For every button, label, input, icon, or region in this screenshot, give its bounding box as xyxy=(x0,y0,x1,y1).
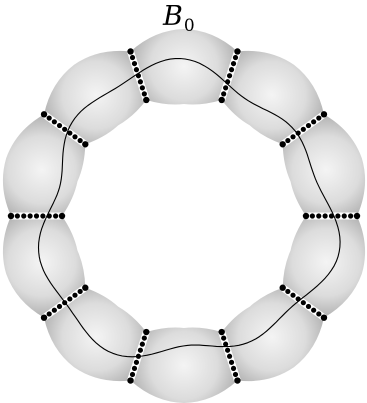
seam-dot xyxy=(306,304,311,309)
seam-dot xyxy=(53,213,58,218)
seam-dot xyxy=(306,123,311,128)
seam-dot xyxy=(285,138,290,143)
seam-dot xyxy=(127,377,133,383)
seam-dot xyxy=(72,293,77,298)
block-label-b0: B0 xyxy=(163,0,213,34)
seam-dot xyxy=(62,127,67,132)
seam-dot xyxy=(132,61,137,66)
seam-dot xyxy=(311,119,316,124)
seam-dot xyxy=(311,308,316,313)
seam-dot xyxy=(354,213,360,219)
seam-dot xyxy=(134,67,139,72)
seam-dot xyxy=(233,372,238,377)
seam-dot xyxy=(227,73,232,78)
seam-dot xyxy=(57,123,62,128)
block-seam xyxy=(303,213,360,219)
seam-dot xyxy=(78,138,83,143)
seam-dot xyxy=(285,289,290,294)
seam-dot xyxy=(301,300,306,305)
block-seam xyxy=(8,213,65,219)
seam-dot xyxy=(143,329,149,335)
seam-dot xyxy=(280,285,286,291)
seam-dot xyxy=(59,213,65,219)
seam-dot xyxy=(130,55,135,60)
seam-dot xyxy=(127,48,133,54)
seam-dot xyxy=(134,360,139,365)
seam-dot xyxy=(316,115,321,120)
ring xyxy=(3,29,365,403)
seam-dot xyxy=(57,304,62,309)
seam-dot xyxy=(221,335,226,340)
seam-dot xyxy=(72,134,77,139)
seam-dot xyxy=(229,67,234,72)
seam-dot xyxy=(231,61,236,66)
seam-dot xyxy=(321,111,327,117)
seam-dot xyxy=(67,296,72,301)
seam-dot xyxy=(290,293,295,298)
seam-dot xyxy=(82,285,88,291)
seam-dot xyxy=(234,48,240,54)
seam-dot xyxy=(40,213,45,218)
seam-dot xyxy=(348,213,353,218)
seam-dot xyxy=(219,97,225,103)
seam-dot xyxy=(140,342,145,347)
seam-dot xyxy=(221,91,226,96)
seam-dot xyxy=(219,329,225,335)
seam-dot xyxy=(132,366,137,371)
seam-dot xyxy=(82,141,88,147)
seam-dot xyxy=(47,311,52,316)
seam-dot xyxy=(41,111,47,117)
seam-dot xyxy=(47,115,52,120)
seam-dot xyxy=(231,366,236,371)
seam-dot xyxy=(15,213,20,218)
seam-dot xyxy=(335,213,340,218)
seam-dot xyxy=(130,372,135,377)
seam-dot xyxy=(138,348,143,353)
seam-dot xyxy=(52,308,57,313)
seam-dot xyxy=(52,119,57,124)
seam-dot xyxy=(142,91,147,96)
seam-dot xyxy=(229,360,234,365)
seam-dot xyxy=(223,85,228,90)
seam-dot xyxy=(41,314,47,320)
seam-dot xyxy=(290,134,295,139)
seam-dot xyxy=(342,213,347,218)
seam-dot xyxy=(143,97,149,103)
seam-dot xyxy=(138,79,143,84)
seam-dot xyxy=(78,289,83,294)
seam-dot xyxy=(21,213,26,218)
seam-dot xyxy=(233,55,238,60)
seam-dot xyxy=(227,354,232,359)
seam-dot xyxy=(301,127,306,132)
seam-dot xyxy=(280,141,286,147)
seam-dot xyxy=(234,377,240,383)
seam-dot xyxy=(8,213,14,219)
seam-dot xyxy=(140,85,145,90)
seam-dot xyxy=(34,213,39,218)
seam-dot xyxy=(142,335,147,340)
seam-dot xyxy=(321,314,327,320)
seam-dot xyxy=(316,311,321,316)
seam-dot xyxy=(310,213,315,218)
seam-dot xyxy=(225,348,230,353)
seam-dot xyxy=(316,213,321,218)
seam-dot xyxy=(303,213,309,219)
seam-dot xyxy=(28,213,33,218)
seam-dot xyxy=(323,213,328,218)
